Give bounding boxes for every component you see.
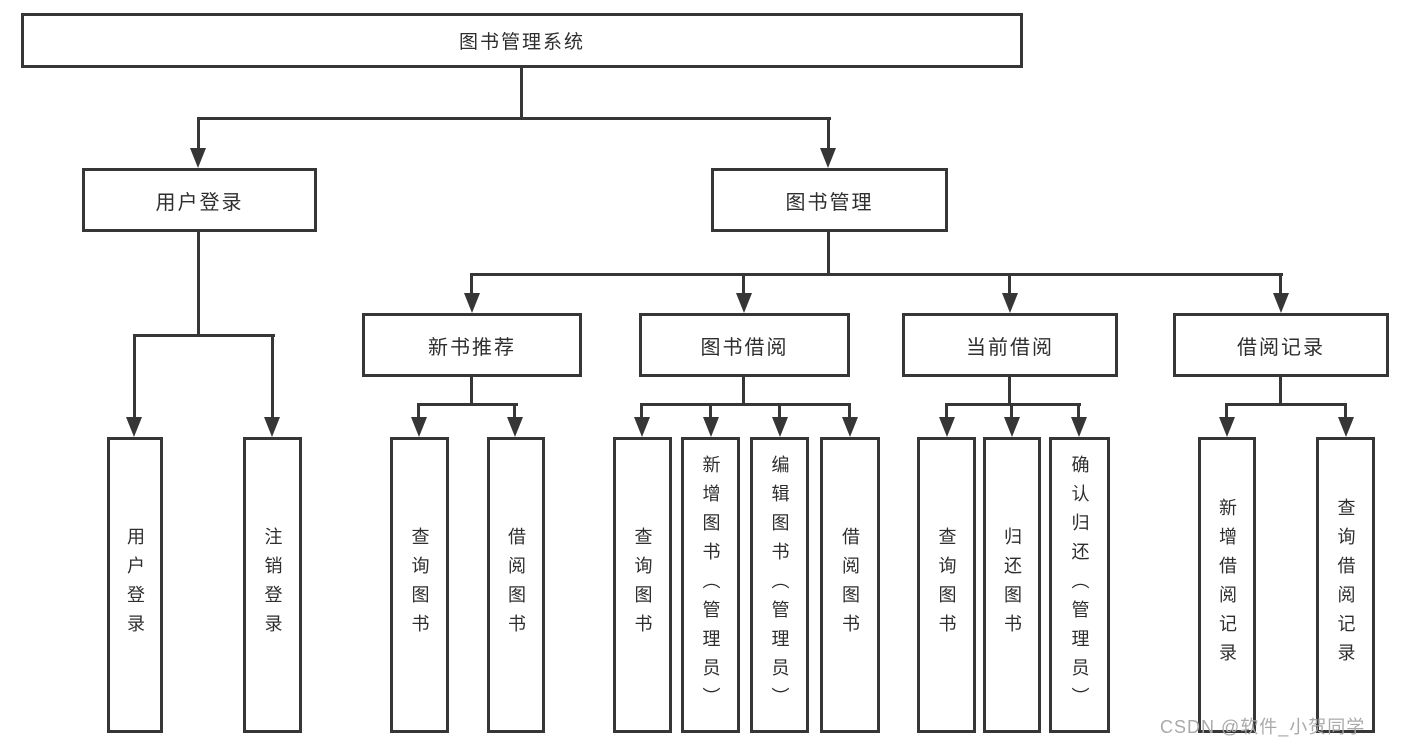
leaf-label: 查询图书: [632, 527, 653, 643]
leaf-add-borrow-record: 新增借阅记录: [1198, 437, 1256, 733]
leaf-label: 借阅图书: [840, 527, 860, 643]
arrowhead-leaf: [634, 417, 650, 437]
arrowhead-borrowing-records: [1273, 293, 1289, 313]
arrowhead-leaf: [939, 417, 955, 437]
node-label: 当前借阅: [966, 336, 1054, 359]
connector-stub: [417, 403, 420, 420]
node-borrowing-records: 借阅记录: [1173, 313, 1389, 377]
node-label: 图书借阅: [700, 336, 789, 359]
connector-records-split: [1225, 403, 1347, 406]
leaf-label: 查询图书: [409, 527, 430, 643]
arrowhead-leaf: [1338, 417, 1354, 437]
node-user-login: 用户登录: [82, 168, 317, 232]
connector-to-current-borrowing: [1008, 273, 1011, 295]
leaf-label: 确认归还（管理员）: [1069, 454, 1090, 716]
leaf-label: 新增借阅记录: [1217, 498, 1237, 672]
leaf-label: 新增图书（管理员）: [700, 454, 721, 716]
connector-user-login-trunk: [197, 232, 200, 337]
watermark: CSDN @软件_小贺同学: [1160, 717, 1366, 737]
connector-root-trunk: [520, 68, 523, 120]
connector-root-split: [197, 117, 831, 120]
node-label: 图书管理系统: [458, 32, 585, 53]
arrowhead-new-book-recommendation: [464, 293, 480, 313]
leaf-edit-books-admin: 编辑图书（管理员）: [750, 437, 809, 733]
connector-book-management-trunk: [827, 232, 830, 276]
node-book-management: 图书管理: [711, 168, 948, 232]
leaf-borrow-books-borrowing: 借阅图书: [820, 437, 880, 733]
arrowhead-book-management: [820, 148, 836, 168]
leaf-query-borrow-record: 查询借阅记录: [1316, 437, 1375, 733]
arrowhead-book-borrowing: [736, 293, 752, 313]
connector-to-borrowing-records: [1279, 273, 1282, 295]
leaf-user-login: 用户登录: [107, 437, 163, 733]
connector-stub: [709, 403, 712, 420]
arrowhead-leaf: [411, 417, 427, 437]
leaf-label: 注销登录: [262, 527, 283, 643]
node-label: 用户登录: [155, 191, 244, 214]
leaf-label: 借阅图书: [506, 527, 526, 643]
connector-recommend-trunk: [470, 377, 473, 406]
node-library-management-system: 图书管理系统: [21, 13, 1023, 68]
leaf-confirm-return-admin: 确认归还（管理员）: [1049, 437, 1110, 733]
connector-user-login-split: [133, 334, 275, 337]
arrowhead-leaf: [1004, 417, 1020, 437]
leaf-logout-login: 注销登录: [243, 437, 302, 733]
connector-current-trunk: [1008, 377, 1011, 406]
connector-root-to-user-login: [197, 117, 200, 151]
connector-to-book-borrowing: [742, 273, 745, 295]
connector-book-management-split: [470, 273, 1283, 276]
connector-stub: [848, 403, 851, 420]
arrowhead-leaf: [507, 417, 523, 437]
connector-stub: [945, 403, 948, 420]
connector-current-split: [945, 403, 1081, 406]
connector-stub: [1010, 403, 1013, 420]
leaf-return-books: 归还图书: [983, 437, 1041, 733]
node-new-book-recommendation: 新书推荐: [362, 313, 582, 377]
node-label: 新书推荐: [428, 336, 516, 359]
connector-stub: [640, 403, 643, 420]
leaf-borrow-books-recommend: 借阅图书: [487, 437, 545, 733]
connector-stub: [1225, 403, 1228, 420]
leaf-label: 查询借阅记录: [1335, 498, 1356, 672]
connector-records-trunk: [1279, 377, 1282, 406]
leaf-label: 查询图书: [936, 527, 957, 643]
leaf-label: 用户登录: [125, 527, 145, 643]
connector-to-leaf-user-login: [133, 334, 136, 420]
arrowhead-current-borrowing: [1002, 293, 1018, 313]
arrowhead-leaf-logout: [264, 417, 280, 437]
connector-recommend-split: [417, 403, 518, 406]
connector-stub: [513, 403, 516, 420]
arrowhead-leaf: [1071, 417, 1087, 437]
node-label: 借阅记录: [1237, 336, 1325, 359]
connector-borrowing-trunk: [742, 377, 745, 406]
leaf-query-books-current: 查询图书: [917, 437, 976, 733]
connector-stub: [1077, 403, 1080, 420]
connector-stub: [1344, 403, 1347, 420]
arrowhead-leaf: [703, 417, 719, 437]
arrowhead-leaf: [842, 417, 858, 437]
connector-to-new-book-recommendation: [470, 273, 473, 295]
node-current-borrowing: 当前借阅: [902, 313, 1118, 377]
leaf-query-books-borrowing: 查询图书: [613, 437, 672, 733]
leaf-query-books-recommend: 查询图书: [390, 437, 449, 733]
connector-borrowing-split: [640, 403, 851, 406]
connector-stub: [778, 403, 781, 420]
arrowhead-user-login: [190, 148, 206, 168]
connector-root-to-book-management: [827, 117, 830, 151]
leaf-label: 归还图书: [1002, 527, 1022, 643]
arrowhead-leaf-user-login: [126, 417, 142, 437]
arrowhead-leaf: [1219, 417, 1235, 437]
connector-to-leaf-logout: [271, 334, 274, 420]
leaf-label: 编辑图书（管理员）: [769, 454, 790, 716]
node-label: 图书管理: [785, 191, 874, 214]
node-book-borrowing: 图书借阅: [639, 313, 850, 377]
leaf-add-books-admin: 新增图书（管理员）: [681, 437, 740, 733]
arrowhead-leaf: [772, 417, 788, 437]
